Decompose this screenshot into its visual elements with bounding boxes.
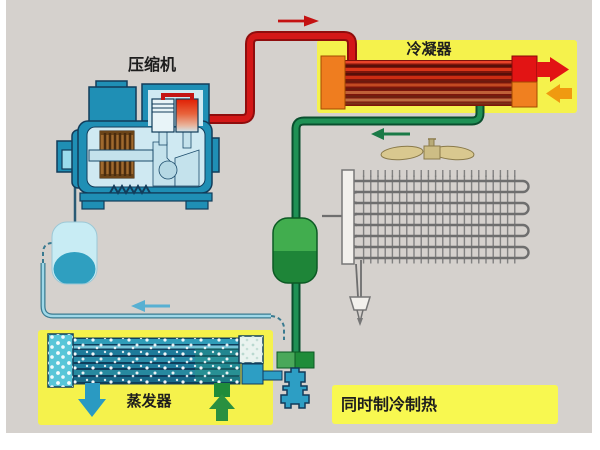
spray-nozzle xyxy=(348,296,372,326)
fan-icon xyxy=(380,138,475,161)
internal-discharge-pipe xyxy=(161,93,194,100)
caption-panel xyxy=(332,385,558,424)
flow-arrow-suction xyxy=(131,300,170,312)
valve-evaporator-connector xyxy=(261,370,283,381)
valve-body xyxy=(280,367,310,409)
dashed-elbow-left xyxy=(42,242,57,263)
coil-header xyxy=(341,169,355,265)
water-in-arrow xyxy=(546,84,572,103)
evaporator-outlet-block xyxy=(241,363,264,385)
liquid-pipe xyxy=(291,104,485,356)
compressor-label: 压缩机 xyxy=(128,55,176,74)
receiver-tank xyxy=(272,217,318,284)
discharge-pipe xyxy=(200,31,357,124)
hot-outlet-stub xyxy=(537,62,550,77)
chilled-water-arrow xyxy=(78,383,106,417)
compressor-illustration xyxy=(56,80,220,210)
condenser-left-cap xyxy=(320,55,346,110)
water-return-arrow xyxy=(209,383,235,421)
expansion-valve xyxy=(261,351,315,409)
finned-coil xyxy=(322,169,530,326)
flow-arrow-liquid xyxy=(371,128,410,140)
casing-ribs xyxy=(109,183,151,196)
condenser-heat-exchanger xyxy=(320,55,572,110)
condenser-hot-outlet-cap xyxy=(511,55,538,83)
condenser-label: 冷凝器 xyxy=(406,40,452,58)
condenser-water-inlet-cap xyxy=(511,81,538,108)
caption-text: 同时制冷制热 xyxy=(341,395,437,414)
accumulator-tank xyxy=(51,221,98,285)
evaporator-heat-exchanger xyxy=(47,333,264,421)
cylinder-hot xyxy=(175,98,199,133)
dashed-elbow-right xyxy=(270,315,285,340)
motor-shaft xyxy=(88,149,154,162)
evaporator-label: 蒸发器 xyxy=(126,392,172,410)
labels: 压缩机 冷凝器 蒸发器 同时制冷制热 xyxy=(126,40,452,414)
hot-water-out-arrow xyxy=(550,57,569,82)
flow-arrow-discharge xyxy=(278,15,319,27)
